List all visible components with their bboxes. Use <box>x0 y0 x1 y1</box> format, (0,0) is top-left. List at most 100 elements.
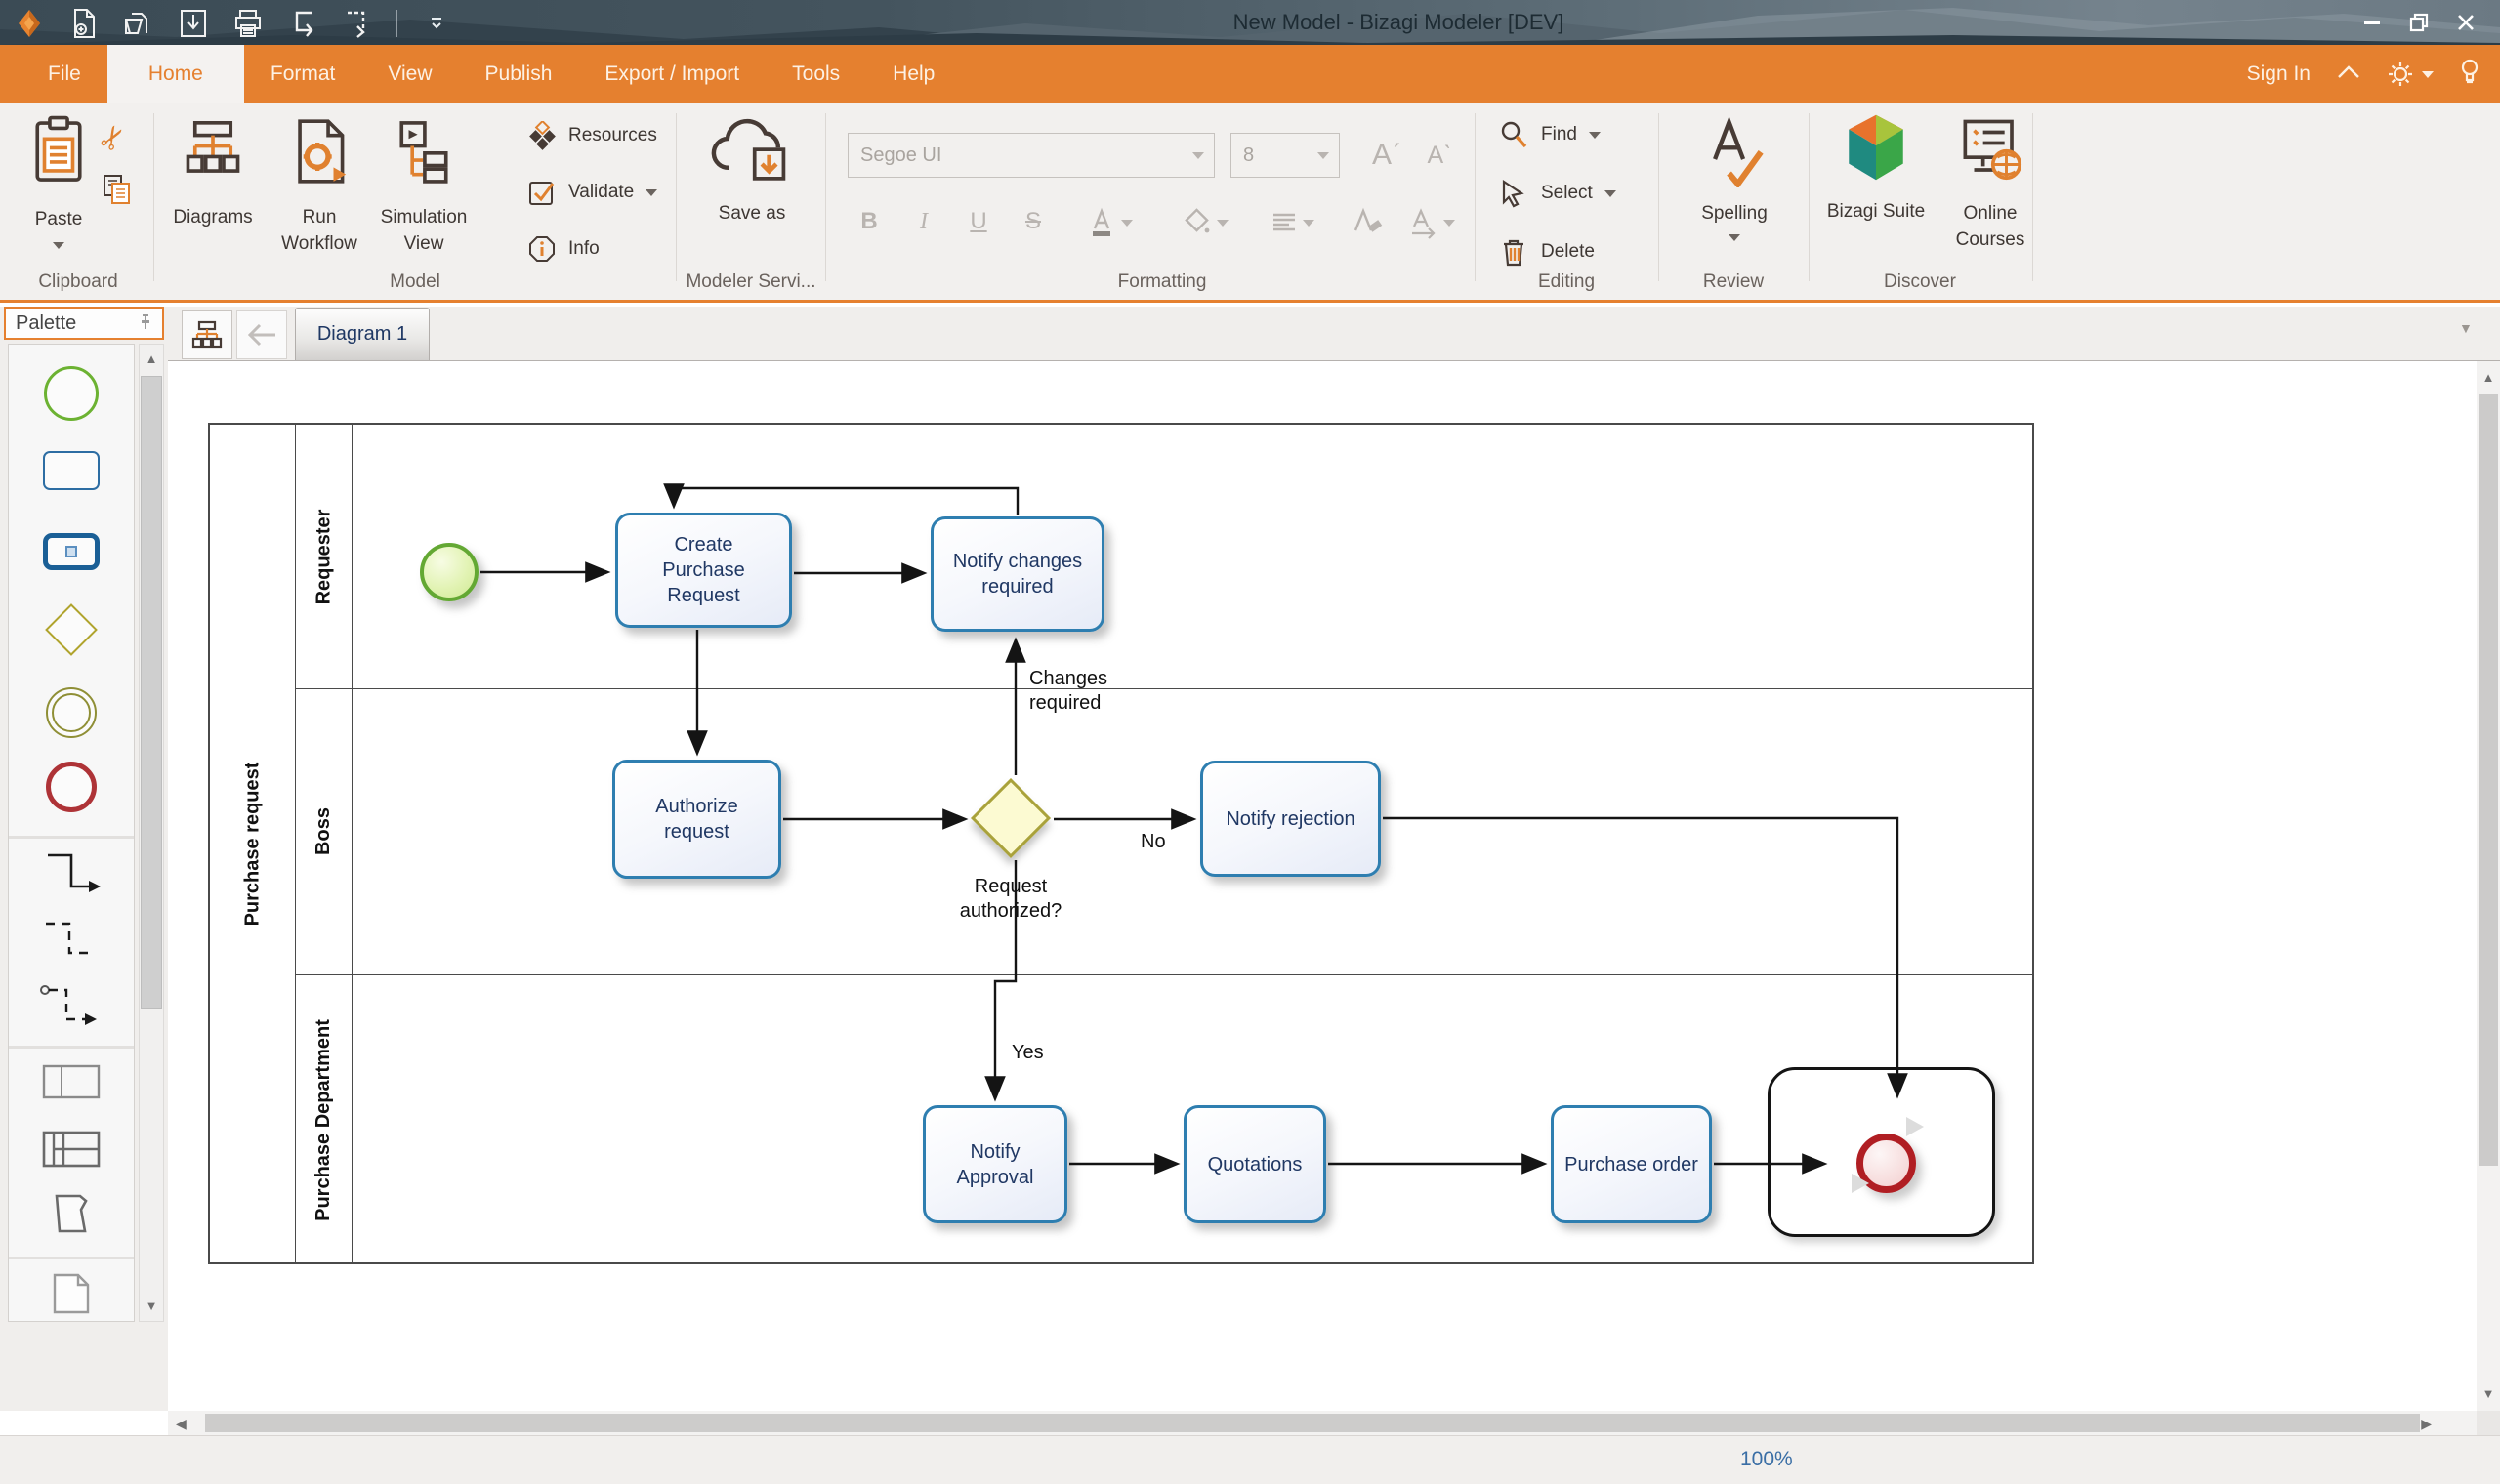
pin-icon[interactable] <box>135 313 154 333</box>
bizagi-suite-button[interactable]: Bizagi Suite <box>1832 111 1920 188</box>
minimize-button[interactable] <box>2355 6 2389 39</box>
text-align-button[interactable] <box>1264 203 1314 242</box>
palette-sequence-flow[interactable] <box>9 848 134 897</box>
undo-button[interactable] <box>287 8 318 39</box>
horizontal-scrollbar[interactable]: ◀ ▶ <box>168 1411 2477 1435</box>
font-family-combo[interactable]: Segoe UI <box>848 133 1215 178</box>
palette-scroll-down-icon[interactable]: ▼ <box>140 1292 163 1321</box>
underline-button[interactable]: U <box>957 201 1000 242</box>
grow-font-button[interactable]: Aˊ <box>1365 135 1408 176</box>
palette-pool[interactable] <box>9 1063 134 1100</box>
copy-button[interactable] <box>100 172 135 212</box>
tab-back-button[interactable] <box>236 310 287 359</box>
menu-home[interactable]: Home <box>107 45 244 103</box>
palette-lane[interactable] <box>9 1130 134 1169</box>
palette-data-object[interactable] <box>9 1272 134 1315</box>
palette-scroll-up-icon[interactable]: ▲ <box>140 345 163 374</box>
palette-milestone[interactable] <box>9 1192 134 1235</box>
palette-message-flow[interactable] <box>9 917 134 964</box>
font-color-button[interactable] <box>1082 203 1133 242</box>
delete-label: Delete <box>1541 241 1595 263</box>
menu-publish[interactable]: Publish <box>459 45 579 103</box>
task-notify-changes-required[interactable]: Notify changes required <box>931 516 1104 632</box>
task-notify-approval[interactable]: Notify Approval <box>923 1105 1067 1223</box>
font-size-caret-icon <box>1317 152 1329 159</box>
task-purchase-order[interactable]: Purchase order <box>1551 1105 1712 1223</box>
qat-customize-button[interactable] <box>421 8 452 39</box>
run-workflow-button[interactable]: Run Workflow <box>285 117 354 190</box>
online-courses-button[interactable]: Online Courses <box>1949 113 2031 188</box>
menu-file[interactable]: File <box>21 45 107 103</box>
info-button[interactable]: Info <box>527 234 600 264</box>
font-size-combo[interactable]: 8 <box>1230 133 1340 178</box>
clear-format-button[interactable] <box>1346 203 1389 247</box>
lane-label-boss: Boss <box>296 688 352 974</box>
scroll-down-icon[interactable]: ▼ <box>2477 1380 2500 1409</box>
validate-button[interactable]: Validate <box>527 178 657 207</box>
lane-requester-text: Requester <box>312 509 335 604</box>
menu-view[interactable]: View <box>361 45 458 103</box>
palette-start-event[interactable] <box>9 364 134 423</box>
select-button[interactable]: Select <box>1498 178 1616 209</box>
new-file-button[interactable] <box>68 8 100 39</box>
horizontal-scroll-thumb[interactable] <box>205 1414 2420 1432</box>
scroll-left-icon[interactable]: ◀ <box>176 1416 187 1432</box>
task-create-purchase-request[interactable]: Create Purchase Request <box>615 513 792 628</box>
bold-button[interactable]: B <box>848 201 891 242</box>
palette-subprocess[interactable] <box>9 532 134 571</box>
delete-button[interactable]: Delete <box>1498 236 1595 268</box>
task-purchase-order-label: Purchase order <box>1564 1152 1698 1177</box>
find-button[interactable]: Find <box>1498 119 1601 150</box>
save-as-button[interactable]: Save as <box>705 113 799 194</box>
palette-intermediate-event[interactable] <box>9 686 134 739</box>
palette-gateway[interactable] <box>9 600 134 659</box>
end-event[interactable] <box>1856 1134 1916 1193</box>
tab-diagram-1[interactable]: Diagram 1 <box>295 308 430 360</box>
palette-divider <box>9 836 134 839</box>
tab-list-caret-icon[interactable]: ▼ <box>2459 320 2473 336</box>
menu-tools[interactable]: Tools <box>766 45 866 103</box>
vertical-scroll-thumb[interactable] <box>2479 394 2498 1166</box>
settings-button[interactable] <box>2387 61 2434 88</box>
strikethrough-button[interactable]: S <box>1012 201 1055 242</box>
resources-button[interactable]: Resources <box>527 121 657 150</box>
spelling-button[interactable]: Spelling <box>1689 113 1779 192</box>
save-button[interactable] <box>178 8 209 39</box>
scroll-right-icon[interactable]: ▶ <box>2421 1416 2432 1432</box>
menu-help[interactable]: Help <box>866 45 961 103</box>
lane-divider <box>295 974 2032 975</box>
print-button[interactable] <box>232 8 264 39</box>
cursor-icon <box>1498 178 1529 209</box>
scroll-up-icon[interactable]: ▲ <box>2477 363 2500 392</box>
palette-scrollbar[interactable]: ▲ ▼ <box>139 344 164 1322</box>
redo-button[interactable] <box>342 8 373 39</box>
diagrams-button[interactable]: Diagrams <box>174 117 252 190</box>
vertical-scrollbar[interactable]: ▲ ▼ <box>2477 361 2500 1411</box>
close-button[interactable] <box>2449 6 2482 39</box>
task-authorize-request[interactable]: Authorize request <box>612 760 781 879</box>
cut-button[interactable]: ✂ <box>100 119 126 156</box>
paste-button[interactable]: Paste <box>27 115 90 262</box>
palette-task[interactable] <box>9 450 134 491</box>
start-event[interactable] <box>420 543 479 601</box>
menu-export-import[interactable]: Export / Import <box>578 45 766 103</box>
sign-in-button[interactable]: Sign In <box>2247 62 2311 86</box>
palette-association[interactable] <box>9 981 134 1032</box>
restore-button[interactable] <box>2402 6 2436 39</box>
task-quotations[interactable]: Quotations <box>1184 1105 1326 1223</box>
pool-purchase-request[interactable]: Purchase request Requester Boss Purchase… <box>208 423 2034 1264</box>
diagram-list-button[interactable] <box>182 310 232 359</box>
fill-color-button[interactable] <box>1178 203 1229 242</box>
collapse-ribbon-icon[interactable] <box>2336 64 2361 85</box>
select-caret-icon <box>1604 190 1616 197</box>
menu-format[interactable]: Format <box>244 45 362 103</box>
palette-scroll-thumb[interactable] <box>141 376 162 1009</box>
palette-end-event[interactable] <box>9 761 134 813</box>
shrink-font-button[interactable]: Aˋ <box>1418 135 1461 176</box>
help-tips-button[interactable] <box>2459 58 2480 92</box>
italic-button[interactable]: I <box>902 201 945 242</box>
simulation-view-button[interactable]: Simulation View <box>387 117 461 190</box>
open-file-button[interactable] <box>123 8 154 39</box>
text-direction-button[interactable] <box>1402 203 1455 242</box>
task-notify-rejection[interactable]: Notify rejection <box>1200 761 1381 877</box>
